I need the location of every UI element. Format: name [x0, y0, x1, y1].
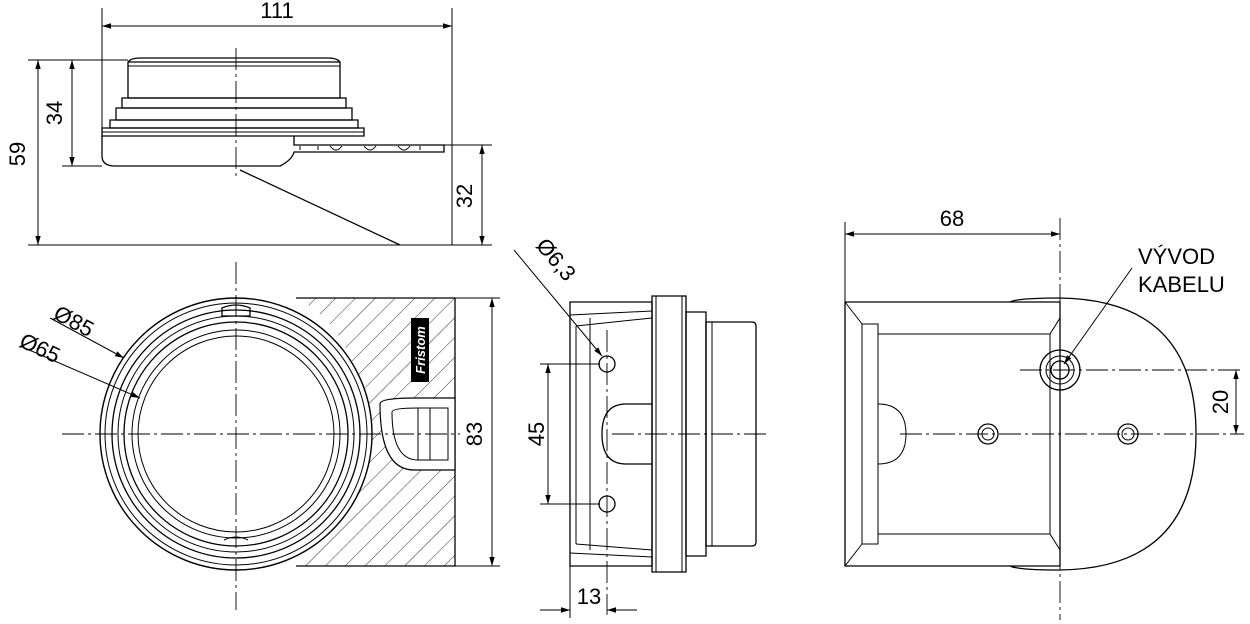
dim-83: 83 [462, 422, 487, 446]
bracket-side-view: 45 Ø6,3 13 [513, 233, 766, 618]
dim-20: 20 [1208, 390, 1233, 414]
bracket-notches [299, 145, 421, 151]
fristom-logo: Fristom [411, 318, 429, 382]
dim-111: 111 [260, 0, 293, 23]
dim-hole-diameter: Ø6,3 [531, 233, 581, 286]
dim-68: 68 [940, 206, 964, 231]
dim-13: 13 [577, 584, 601, 609]
dim-diameter-85: Ø85 [50, 300, 98, 342]
cable-outlet-label-line2: KABELU [1138, 272, 1225, 297]
side-elevation-view: 111 59 34 32 [5, 0, 492, 246]
cable-outlet-label-line1: VÝVOD [1138, 244, 1215, 269]
plan-view: Fristom Ø85 Ø65 83 [16, 262, 500, 610]
dim-59: 59 [5, 142, 30, 166]
dim-45: 45 [524, 422, 549, 446]
svg-text:Fristom: Fristom [413, 326, 428, 374]
dim-32: 32 [452, 184, 477, 208]
dim-34: 34 [42, 101, 67, 125]
rear-view: 68 20 VÝVOD KABELU [844, 206, 1244, 620]
